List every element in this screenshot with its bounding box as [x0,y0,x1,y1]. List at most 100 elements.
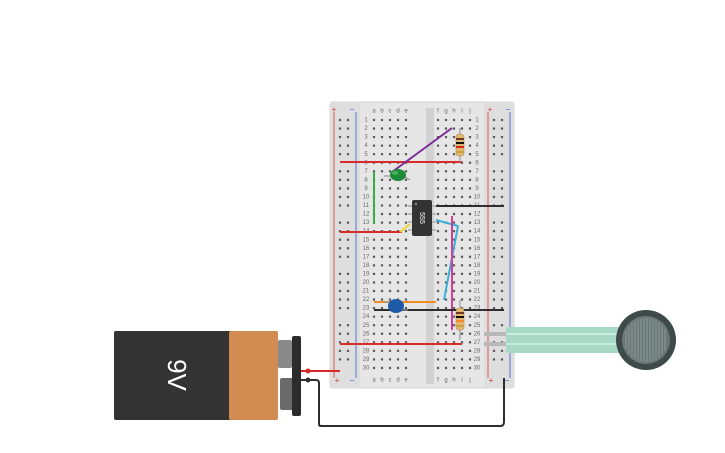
rail-hole[interactable] [500,221,504,224]
rail-hole[interactable] [492,281,496,284]
purple-wire[interactable] [391,127,453,173]
breadboard-hole[interactable] [460,298,464,301]
breadboard-hole[interactable] [404,289,408,293]
breadboard-hole[interactable] [380,358,384,361]
breadboard-hole[interactable] [380,144,384,147]
breadboard-hole[interactable] [436,212,440,216]
breadboard-hole[interactable] [396,238,400,241]
breadboard-hole[interactable] [452,298,456,301]
breadboard-hole[interactable] [436,178,440,181]
rail-hole[interactable] [492,230,496,233]
breadboard-hole[interactable] [468,161,472,164]
breadboard-hole[interactable] [468,281,472,284]
breadboard-hole[interactable] [460,247,464,250]
breadboard-hole[interactable] [404,136,408,139]
breadboard-hole[interactable] [436,153,440,156]
ceramic-capacitor[interactable] [384,299,408,313]
breadboard-hole[interactable] [372,144,376,147]
breadboard-hole[interactable] [380,298,384,301]
breadboard-hole[interactable] [460,289,464,293]
breadboard-hole[interactable] [468,127,472,130]
breadboard-hole[interactable] [388,315,392,318]
breadboard-hole[interactable] [404,204,408,207]
rail-hole[interactable] [346,289,350,293]
breadboard-hole[interactable] [372,170,376,173]
breadboard-hole[interactable] [388,358,392,361]
breadboard-hole[interactable] [444,178,448,181]
breadboard-hole[interactable] [388,187,392,190]
breadboard-hole[interactable] [452,153,456,156]
breadboard-hole[interactable] [372,118,376,122]
rail-hole[interactable] [492,153,496,156]
breadboard-hole[interactable] [396,187,400,190]
green-led[interactable] [384,169,411,181]
breadboard-hole[interactable] [396,247,400,250]
breadboard-hole[interactable] [460,341,464,344]
rail-hole[interactable] [338,341,342,344]
breadboard-hole[interactable] [396,153,400,156]
breadboard-hole[interactable] [468,118,472,122]
breadboard-hole[interactable] [388,366,392,370]
breadboard-hole[interactable] [452,230,456,233]
breadboard-hole[interactable] [388,341,392,344]
breadboard-hole[interactable] [380,247,384,250]
rail-hole[interactable] [492,307,496,310]
breadboard-hole[interactable] [380,178,384,181]
rail-hole[interactable] [338,170,342,173]
555-timer[interactable]: 555 [408,200,436,236]
breadboard-hole[interactable] [372,315,376,318]
breadboard-hole[interactable] [380,136,384,139]
rail-hole[interactable] [338,136,342,139]
breadboard-hole[interactable] [388,247,392,250]
breadboard-hole[interactable] [396,144,400,147]
breadboard-hole[interactable] [468,324,472,327]
breadboard-hole[interactable] [372,153,376,156]
rail-hole[interactable] [500,349,504,352]
rail-hole[interactable] [338,221,342,224]
breadboard-hole[interactable] [436,170,440,173]
breadboard-hole[interactable] [388,264,392,267]
breadboard-hole[interactable] [436,332,440,335]
breadboard-hole[interactable] [404,230,408,233]
rail-hole[interactable] [346,127,350,130]
rail-hole[interactable] [346,324,350,327]
breadboard-hole[interactable] [468,289,472,293]
breadboard-hole[interactable] [404,272,408,275]
rail-hole[interactable] [492,324,496,327]
breadboard-hole[interactable] [404,170,408,173]
rail-hole[interactable] [492,178,496,181]
breadboard-hole[interactable] [404,238,408,241]
breadboard-hole[interactable] [396,281,400,284]
breadboard-hole[interactable] [452,272,456,275]
rail-hole[interactable] [492,144,496,147]
rail-hole[interactable] [338,195,342,199]
breadboard-hole[interactable] [380,221,384,224]
rail-hole[interactable] [346,204,350,207]
rail-hole[interactable] [338,178,342,181]
breadboard-hole[interactable] [452,358,456,361]
breadboard-hole[interactable] [404,212,408,216]
breadboard-hole[interactable] [396,332,400,335]
breadboard-hole[interactable] [460,118,464,122]
breadboard-hole[interactable] [460,332,464,335]
breadboard-hole[interactable] [460,195,464,199]
rail-hole[interactable] [346,307,350,310]
breadboard-hole[interactable] [468,255,472,258]
breadboard-hole[interactable] [452,332,456,335]
breadboard-hole[interactable] [380,324,384,327]
rail-hole[interactable] [346,195,350,199]
rail-hole[interactable] [338,127,342,130]
breadboard-hole[interactable] [380,187,384,190]
breadboard-hole[interactable] [404,264,408,267]
breadboard-hole[interactable] [372,298,376,301]
breadboard-hole[interactable] [404,255,408,258]
breadboard-hole[interactable] [436,281,440,284]
rail-hole[interactable] [492,118,496,122]
breadboard-hole[interactable] [404,127,408,130]
breadboard-hole[interactable] [468,332,472,335]
breadboard-hole[interactable] [468,178,472,181]
rail-hole[interactable] [500,255,504,258]
rail-hole[interactable] [338,144,342,147]
breadboard-hole[interactable] [404,341,408,344]
